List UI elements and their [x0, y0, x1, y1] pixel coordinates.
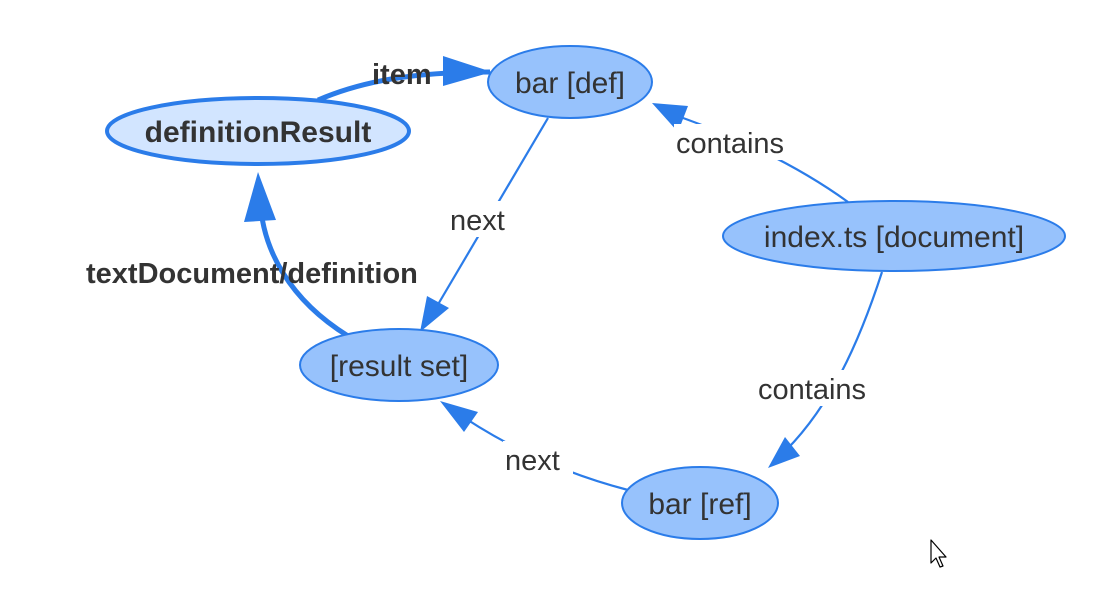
node-bar-ref[interactable]: bar [ref]	[621, 466, 779, 540]
edge-contains-ref-arrowhead	[768, 437, 800, 468]
node-result-set[interactable]: [result set]	[299, 328, 499, 402]
edge-next-ref-arrowhead	[440, 401, 478, 432]
edge-text-document-definition-label: textDocument/definition	[86, 258, 418, 290]
edge-next-def-label-bg	[448, 201, 518, 237]
edge-contains-ref-line[interactable]	[777, 271, 884, 459]
node-bar-def-shape[interactable]	[487, 45, 653, 119]
node-index-ts-label: index.ts [document]	[764, 221, 1024, 254]
edge-contains-def-label-bg	[674, 124, 808, 160]
pointer-cursor-icon	[930, 539, 947, 568]
edge-item-label: item	[372, 59, 432, 91]
edge-next-def-label: next	[450, 205, 505, 237]
edge-contains-def[interactable]: contains	[652, 103, 849, 203]
node-definition-result-shape[interactable]	[105, 96, 411, 166]
node-bar-def[interactable]: bar [def]	[487, 45, 653, 119]
edge-contains-ref-label: contains	[758, 374, 866, 406]
edge-next-ref-label: next	[505, 445, 560, 477]
edge-next-def-arrowhead	[420, 296, 449, 332]
node-definition-result-label: definitionResult	[145, 116, 372, 149]
edge-text-document-definition-arrowhead	[244, 172, 276, 222]
node-result-set-label: [result set]	[330, 350, 468, 383]
edge-contains-def-label: contains	[676, 128, 784, 160]
node-bar-ref-label: bar [ref]	[648, 488, 751, 521]
edge-next-ref-label-bg	[503, 441, 573, 477]
edge-text-document-definition[interactable]: textDocument/definition	[86, 172, 418, 339]
edge-item[interactable]: item	[317, 56, 492, 103]
node-bar-ref-shape[interactable]	[621, 466, 779, 540]
node-bar-def-label: bar [def]	[515, 67, 625, 100]
node-index-ts[interactable]: index.ts [document]	[722, 200, 1066, 272]
edge-contains-ref[interactable]: contains	[756, 271, 890, 468]
edge-next-def[interactable]: next	[420, 117, 549, 332]
node-definition-result[interactable]: definitionResult	[105, 96, 411, 166]
node-result-set-shape[interactable]	[299, 328, 499, 402]
node-index-ts-shape[interactable]	[722, 200, 1066, 272]
edge-item-arrowhead	[443, 56, 492, 86]
edge-next-ref[interactable]: next	[440, 401, 629, 492]
edge-contains-ref-label-bg	[756, 370, 890, 406]
